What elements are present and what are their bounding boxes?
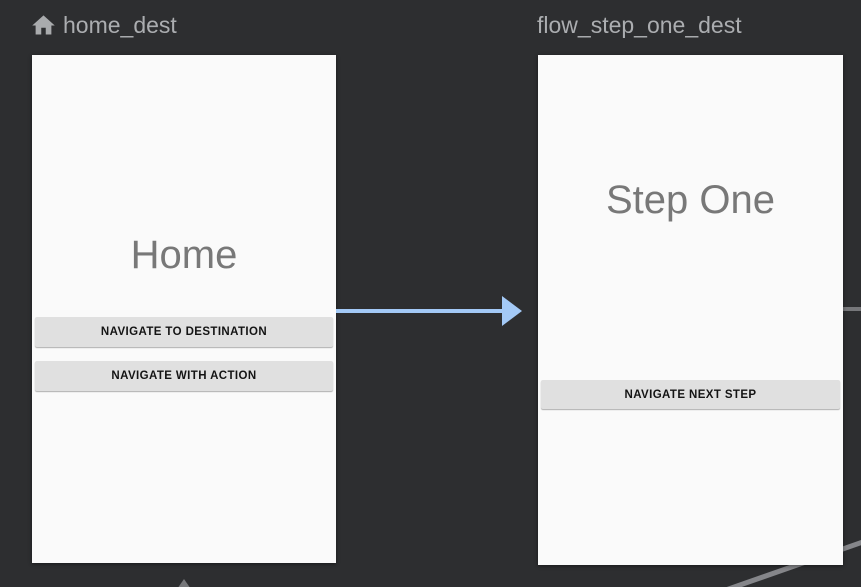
preview-button-navigate-next-step: NAVIGATE NEXT STEP bbox=[541, 380, 840, 409]
preview-button-navigate-to-destination: NAVIGATE TO DESTINATION bbox=[35, 317, 333, 347]
destination-header-home: home_dest bbox=[30, 8, 177, 42]
home-icon bbox=[32, 14, 55, 34]
action-edge-arrow[interactable] bbox=[336, 294, 522, 328]
destination-preview-home[interactable]: Home NAVIGATE TO DESTINATION NAVIGATE WI… bbox=[32, 55, 336, 563]
destination-preview-step-one[interactable]: Step One NAVIGATE NEXT STEP bbox=[538, 55, 843, 565]
home-screen-title: Home bbox=[130, 233, 238, 277]
edge-stub-right[interactable] bbox=[842, 307, 861, 311]
destination-label-step-one[interactable]: flow_step_one_dest bbox=[537, 12, 742, 38]
destination-header-step-one: flow_step_one_dest bbox=[537, 8, 742, 42]
edge-arrowhead-incoming[interactable] bbox=[175, 579, 193, 587]
edge-line-diagonal[interactable] bbox=[700, 536, 861, 587]
step-one-screen-title: Step One bbox=[605, 178, 775, 222]
destination-label-home[interactable]: home_dest bbox=[63, 12, 177, 38]
preview-button-navigate-with-action: NAVIGATE WITH ACTION bbox=[35, 361, 333, 391]
